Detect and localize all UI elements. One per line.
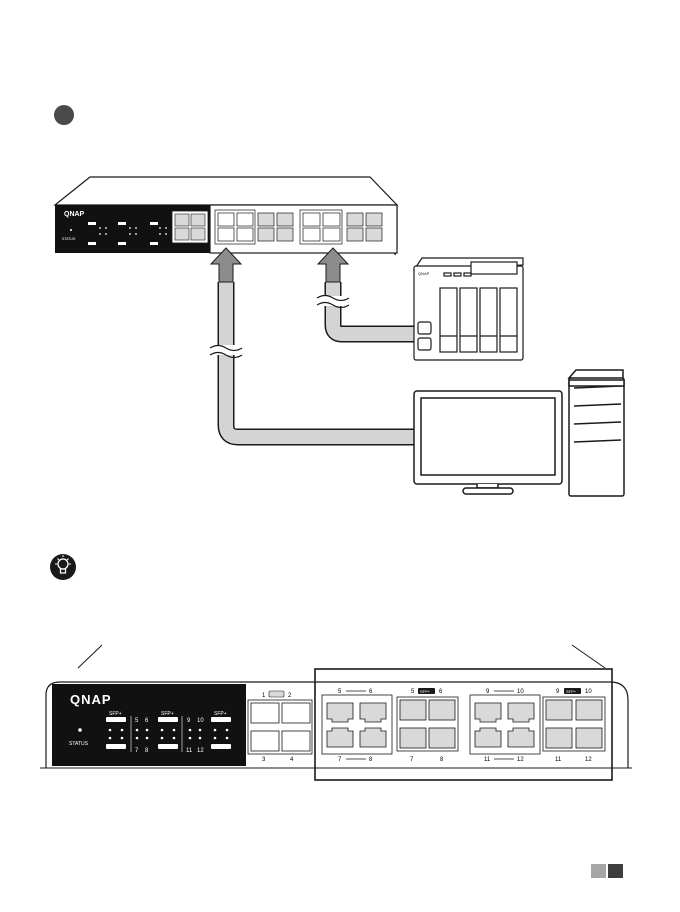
switch-top-status-label: STATUS (62, 237, 76, 241)
switch-front-panel-zoom: QNAP STATUS SFP+ 5 6 7 8 SFP+ 9 10 (40, 645, 632, 780)
lightbulb-icon (50, 554, 76, 580)
pc-monitor (414, 391, 562, 494)
svg-text:7: 7 (338, 757, 342, 763)
svg-text:SFP+: SFP+ (420, 689, 431, 694)
page-marker-dark (608, 864, 623, 878)
switch-top-port-block-9-12 (300, 210, 342, 244)
svg-text:1: 1 (262, 693, 266, 699)
pc-tower (569, 370, 624, 496)
svg-text:10: 10 (585, 689, 592, 695)
svg-text:5: 5 (411, 689, 415, 695)
svg-text:7: 7 (410, 757, 414, 763)
svg-text:3: 3 (262, 757, 266, 763)
svg-text:2: 2 (288, 693, 292, 699)
zoom-sfp-ports-1-4: 1 2 3 4 (248, 691, 312, 763)
svg-text:SFP+: SFP+ (161, 711, 174, 717)
svg-text:11: 11 (555, 757, 562, 763)
svg-text:8: 8 (369, 757, 373, 763)
switch-top-port-block-5-8 (215, 210, 255, 244)
zoom-sfp-ports-5-8: 5 SFP+ 6 7 8 (397, 688, 458, 763)
svg-text:6: 6 (439, 689, 443, 695)
svg-text:10: 10 (517, 689, 524, 695)
nas-device: QNAP (414, 258, 523, 360)
svg-text:12: 12 (197, 748, 204, 754)
switch-top: QNAP STATUS (55, 177, 397, 255)
zoom-rj45-ports-5-8: 5 6 7 8 (322, 689, 392, 763)
svg-text:9: 9 (486, 689, 490, 695)
cable-to-nas (317, 282, 414, 334)
svg-text:11: 11 (484, 757, 491, 763)
svg-text:12: 12 (585, 757, 592, 763)
svg-text:8: 8 (440, 757, 444, 763)
nas-logo: QNAP (418, 271, 430, 276)
svg-text:9: 9 (556, 689, 560, 695)
cable-to-pc (210, 282, 414, 437)
svg-text:SFP+: SFP+ (566, 689, 577, 694)
svg-text:10: 10 (197, 718, 204, 724)
svg-text:4: 4 (290, 757, 294, 763)
zoom-status-label: STATUS (69, 741, 89, 747)
status-led (78, 728, 82, 732)
svg-text:SFP+: SFP+ (214, 711, 227, 717)
zoom-rj45-ports-9-12: 9 10 11 12 (470, 689, 540, 763)
page-marker-light (591, 864, 606, 878)
svg-text:6: 6 (369, 689, 373, 695)
svg-text:12: 12 (517, 757, 524, 763)
switch-top-logo: QNAP (64, 211, 85, 218)
zoom-brand-logo: QNAP (70, 692, 112, 707)
svg-text:5: 5 (338, 689, 342, 695)
svg-text:11: 11 (186, 748, 193, 754)
step-dot-icon (54, 105, 74, 125)
svg-text:SFP+: SFP+ (109, 711, 122, 717)
zoom-sfp-ports-9-12: 9 SFP+ 10 11 12 (543, 688, 605, 763)
